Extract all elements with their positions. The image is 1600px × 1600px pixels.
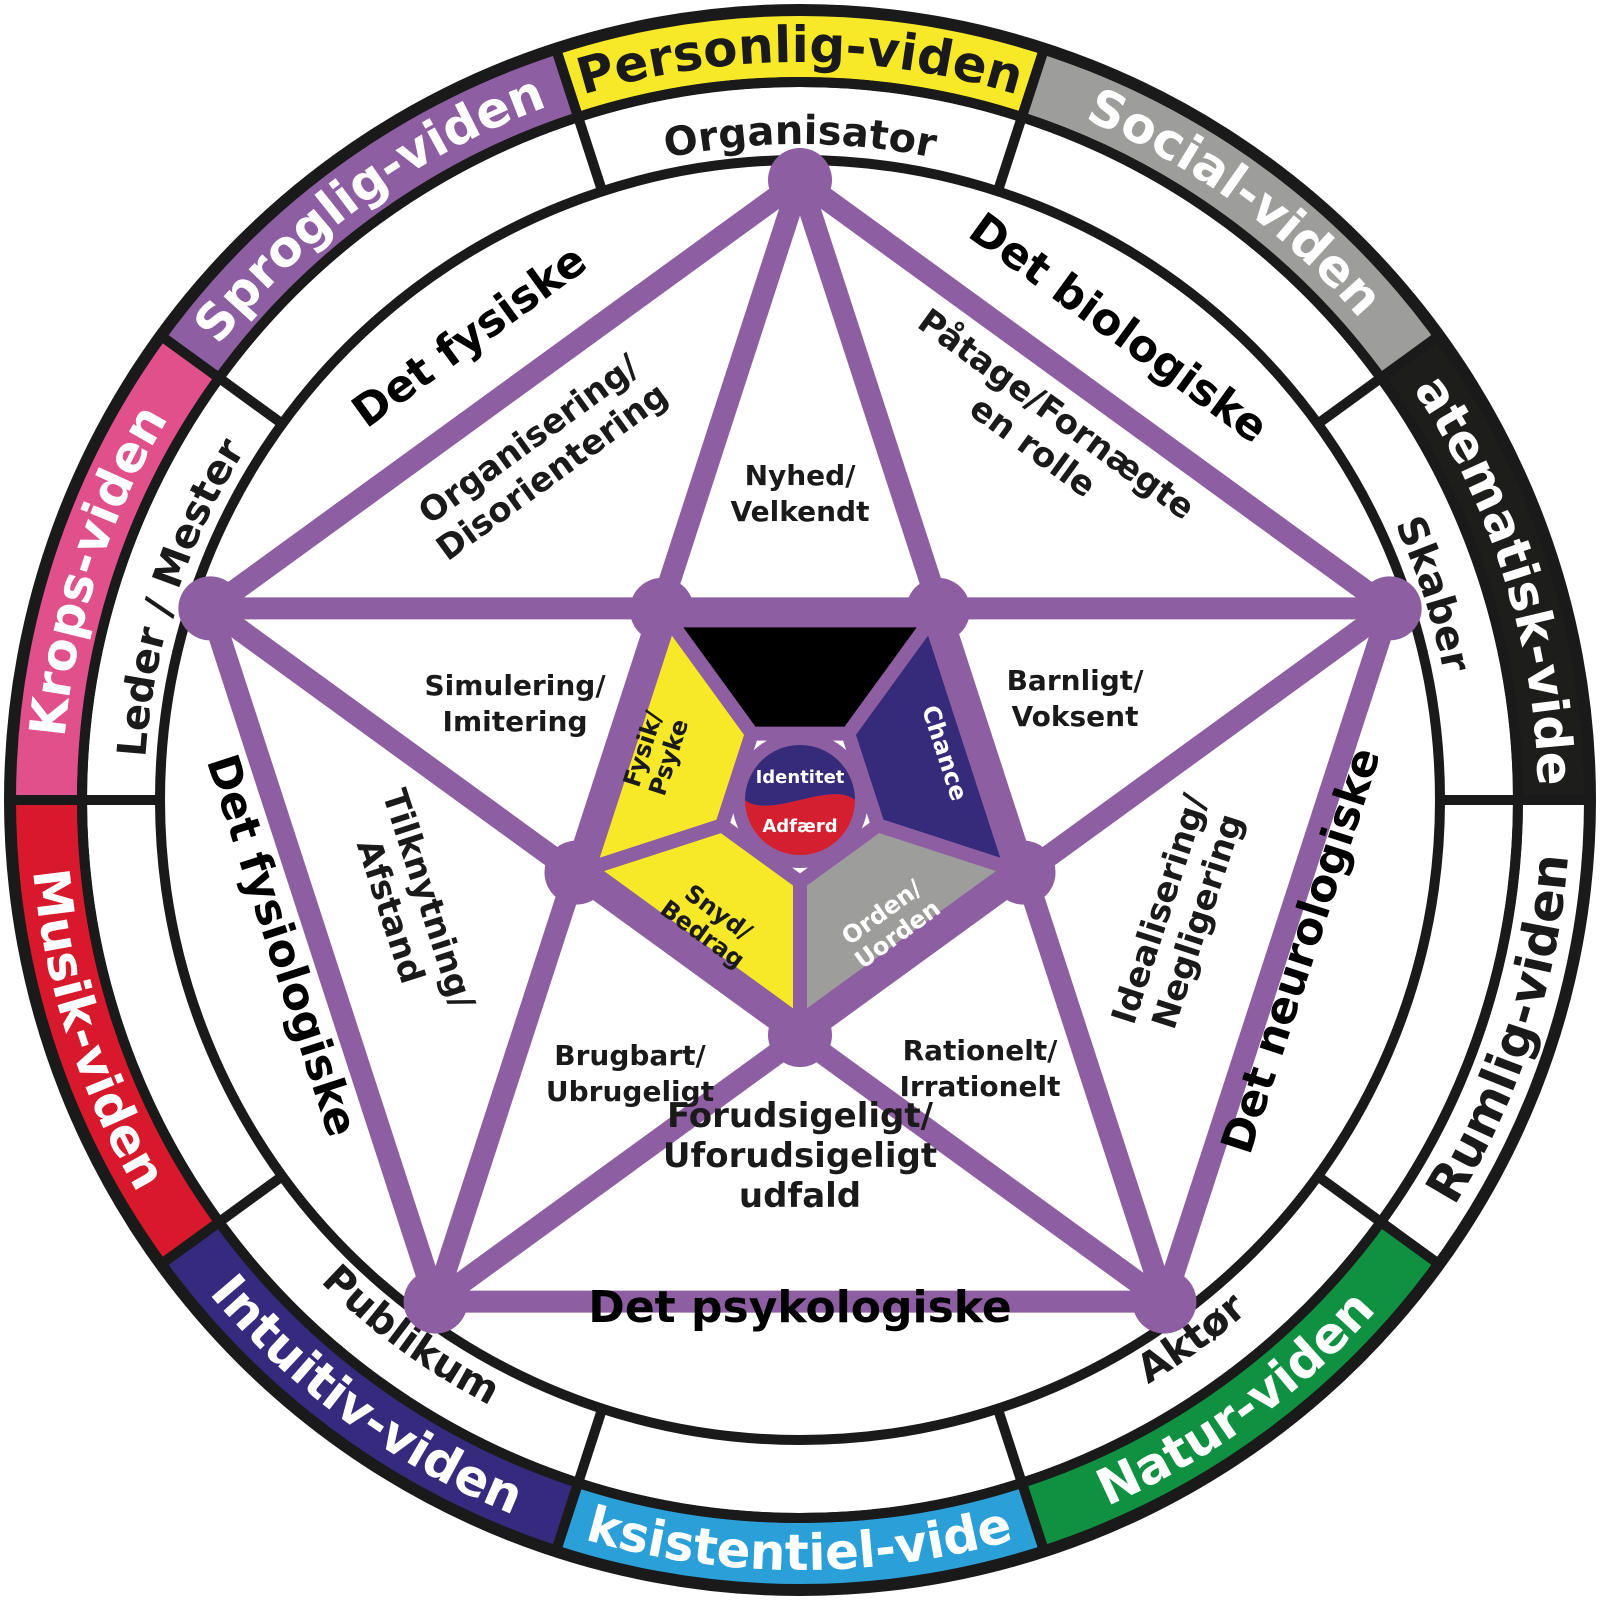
role-separator	[993, 1407, 1027, 1485]
role-separator	[573, 1407, 607, 1485]
star-point-top: Nyhed/Velkendt	[731, 459, 870, 528]
core-fysik-psyke	[581, 613, 759, 876]
star-node	[768, 148, 832, 212]
star-point-left: Simulering/Imitering	[424, 669, 606, 738]
outer-border	[4, 4, 1596, 1596]
role-separator	[1314, 373, 1384, 428]
star-node	[1357, 576, 1422, 641]
domain-bottom: Det psykologiske	[588, 1282, 1011, 1333]
star-point-labels: Nyhed/VelkendtBarnligt/VoksentRationelt/…	[424, 459, 1144, 1108]
core-pentagon: StrategiChanceOrden/UordenSnyd/BedragFys…	[581, 613, 1019, 1029]
star-line	[424, 169, 811, 1313]
star-node	[1132, 1269, 1197, 1334]
role-separator	[993, 115, 1027, 193]
identitet-label: Identitet	[756, 767, 845, 788]
star-point-bottom-left: Brugbart/Ubrugeligt	[546, 1039, 714, 1108]
role-separator	[216, 1172, 286, 1227]
role-separator	[573, 115, 607, 193]
pentagon-star	[178, 148, 1422, 1334]
role-separator	[1314, 1172, 1384, 1227]
star-node	[178, 576, 243, 641]
role-separator	[216, 373, 286, 428]
star-point-bottom-right: Rationelt/Irrationelt	[899, 1034, 1060, 1103]
adfaerd-half	[745, 794, 855, 855]
star-point-right: Barnligt/Voksent	[1007, 664, 1145, 733]
star-line	[789, 169, 1176, 1313]
star-node	[403, 1269, 468, 1334]
identitet-half	[745, 745, 855, 806]
star-line	[424, 597, 1401, 1313]
star-line	[199, 597, 1176, 1313]
center-circle: Identitet Adfærd	[732, 732, 868, 868]
outer-pentagon	[199, 169, 1401, 1313]
adfaerd-label: Adfærd	[762, 816, 837, 837]
